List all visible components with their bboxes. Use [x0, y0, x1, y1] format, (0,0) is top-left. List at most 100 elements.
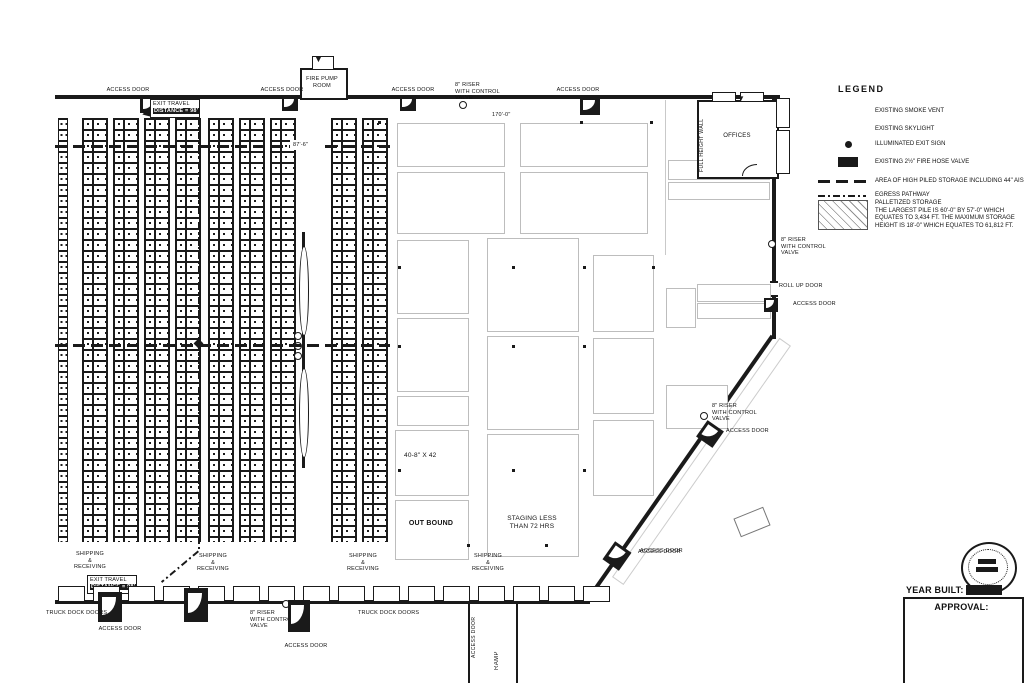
office-door-arc — [742, 164, 757, 176]
column-dot — [512, 345, 515, 348]
dock-door — [443, 586, 470, 602]
office-vent-glyph: ▼ — [737, 94, 745, 103]
conveyor-fitting — [294, 352, 302, 360]
staging-box — [487, 336, 579, 430]
legend-smoke-vent: EXISTING SMOKE VENT — [875, 108, 945, 114]
right-wall — [772, 97, 776, 339]
approval-label: APPROVAL: — [934, 602, 989, 612]
dock-door — [408, 586, 435, 602]
rack-row — [362, 118, 388, 542]
dock-door — [478, 586, 505, 602]
full-height-wall-label: FULL HEIGHT WALL — [699, 118, 705, 172]
riser-label: 8" RISER WITH CONTROL VALVE — [455, 82, 500, 102]
staging-box — [520, 172, 648, 234]
riser-label: 8" RISER WITH CONTROL VALVE — [781, 237, 826, 257]
rack-row — [144, 118, 170, 542]
dock-door — [128, 586, 155, 602]
staging-box — [593, 255, 654, 332]
shipping-receiving-label: SHIPPING&RECEIVING — [346, 553, 380, 573]
year-built-label: YEAR BUILT: — [906, 585, 964, 595]
column-dot — [512, 266, 515, 269]
staging-box — [397, 318, 469, 392]
rack-row — [331, 118, 357, 542]
access-door-symbol — [98, 592, 122, 622]
office-pilaster — [776, 98, 790, 128]
palletized-storage-icon — [818, 200, 868, 230]
access-door-label-vertical: ACCESS DOOR — [471, 616, 477, 658]
bottom-wall — [55, 600, 590, 604]
staging-box — [487, 238, 579, 332]
stamp-redaction — [976, 567, 998, 572]
riser-label: 8" RISER WITH CONTROL VALVE — [250, 610, 295, 630]
access-door-symbol — [282, 97, 298, 111]
staging-box — [593, 338, 654, 414]
stamp-redaction — [978, 559, 996, 564]
ramp-wall — [516, 604, 518, 683]
floor-box — [666, 385, 728, 429]
dock-door-row — [58, 586, 610, 602]
staging-box — [397, 240, 469, 314]
shipping-receiving-label: SHIPPING&RECEIVING — [471, 553, 505, 573]
high-piled-storage-line — [55, 344, 390, 347]
rack-row — [58, 118, 68, 542]
column-dot — [583, 345, 586, 348]
legend-high-piled: AREA OF HIGH PILED STORAGE INCLUDING 44"… — [875, 178, 1024, 184]
access-door-label: ACCESS DOOR — [260, 87, 304, 93]
rack-row — [239, 118, 265, 542]
roll-up-door-opening — [770, 281, 778, 297]
high-piled-line-icon — [818, 180, 866, 183]
column-dot — [398, 469, 401, 472]
conveyor-lens — [299, 246, 309, 336]
riser-valve-symbol — [459, 101, 467, 109]
egress-path-vertical — [198, 117, 200, 552]
column-dot — [398, 266, 401, 269]
access-door-symbol — [764, 298, 778, 312]
rack-row — [82, 118, 108, 542]
staging-72hr-box — [487, 434, 579, 557]
exit-sign-icon — [845, 141, 852, 148]
access-door-label: ACCESS DOOR — [556, 87, 600, 93]
access-door-label: ACCESS DOOR — [391, 87, 435, 93]
pile-size-label: 40-8" X 42 — [404, 452, 437, 459]
dock-door — [513, 586, 540, 602]
approval-box: APPROVAL: — [903, 597, 1024, 683]
dock-door — [303, 586, 330, 602]
aisle-dimension: 87'-6" — [293, 142, 309, 148]
shipping-receiving-label: SHIPPING&RECEIVING — [73, 551, 107, 571]
outbound-box — [395, 500, 469, 560]
staging-box — [593, 420, 654, 496]
dock-door — [338, 586, 365, 602]
floor-box — [666, 288, 696, 328]
dock-door — [233, 586, 260, 602]
roll-up-door-label: ROLL UP DOOR — [779, 283, 823, 289]
access-door-label: ACCESS DOOR — [640, 548, 683, 554]
riser-valve-symbol — [768, 240, 776, 248]
rack-row — [208, 118, 234, 542]
pile-size-box — [395, 430, 469, 496]
column-dot — [650, 121, 653, 124]
staging-box — [397, 123, 505, 167]
access-door-symbol — [580, 97, 600, 115]
conveyor-line — [302, 232, 305, 468]
office-pilaster — [776, 130, 790, 174]
access-door-label: ACCESS DOOR — [284, 643, 328, 649]
dock-door — [268, 586, 295, 602]
rack-row — [175, 118, 201, 542]
riser-label: 8" RISER WITH CONTROL VALVE — [712, 403, 757, 423]
legend-hose-valve: EXISTING 2½" FIRE HOSE VALVE — [875, 159, 970, 165]
legend-title: LEGEND — [838, 84, 885, 94]
shipping-receiving-label: SHIPPING&RECEIVING — [196, 553, 230, 573]
fire-hose-valve-icon — [838, 157, 858, 167]
top-dimension: 170'-0" — [492, 112, 511, 118]
column-dot — [545, 544, 548, 547]
column-dot — [583, 469, 586, 472]
dock-door — [58, 586, 85, 602]
riser-valve-symbol — [700, 412, 708, 420]
dock-door — [548, 586, 575, 602]
column-dot — [378, 121, 381, 124]
column-dot — [467, 544, 470, 547]
ramp-label: RAMP — [494, 651, 500, 670]
